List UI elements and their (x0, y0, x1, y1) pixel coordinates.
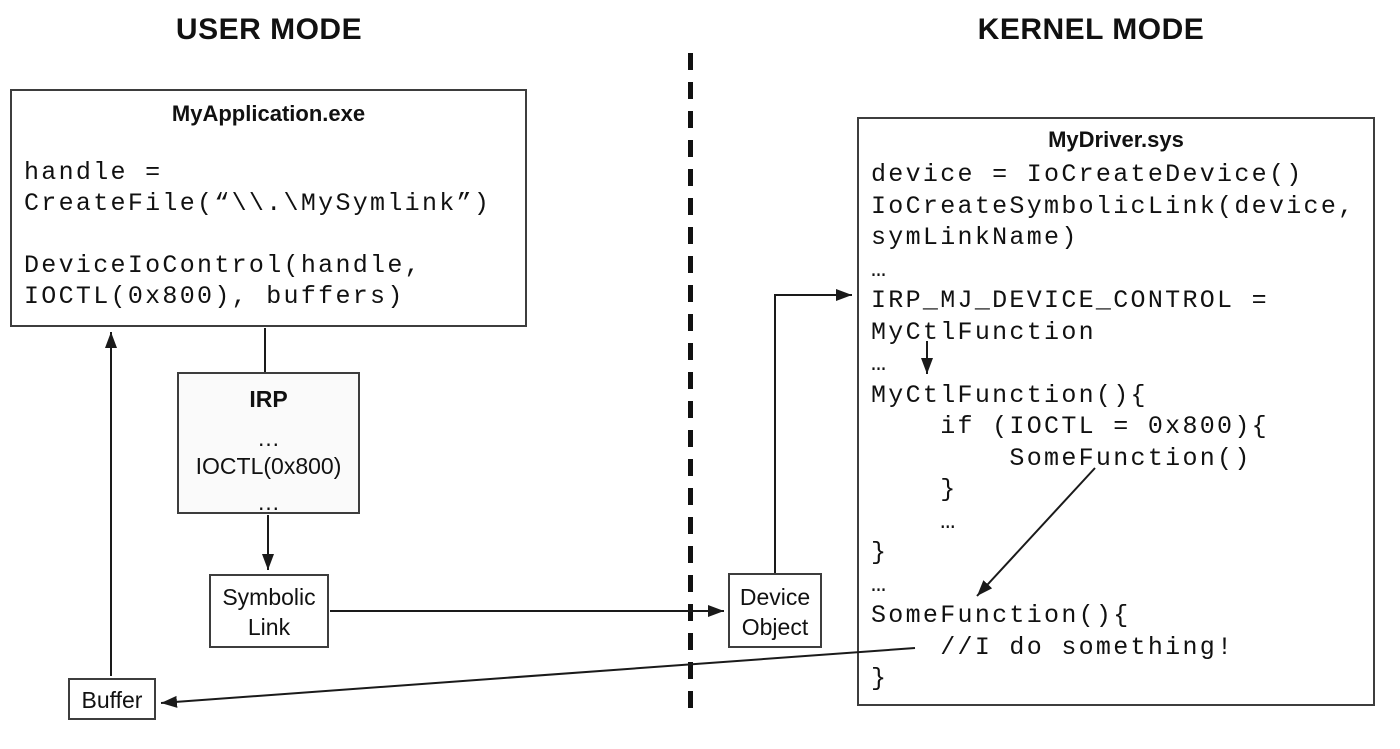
irp-title: IRP (249, 386, 288, 412)
buffer-label: Buffer (81, 687, 143, 713)
kernel-mode-heading: KERNEL MODE (977, 13, 1205, 46)
symbolic-link-label-line2: Link (247, 614, 291, 640)
application-code: handle =CreateFile(“\\.\MySymlink”)Devic… (24, 158, 492, 311)
device-object-label-line1: Device (739, 584, 811, 610)
application-box: MyApplication.exe handle =CreateFile(“\\… (10, 89, 527, 327)
device-object-box: Device Object (728, 573, 822, 648)
user-kernel-divider (688, 53, 693, 708)
symbolic-link-box: Symbolic Link (209, 574, 329, 648)
application-title: MyApplication.exe (171, 101, 366, 126)
driver-code: device = IoCreateDevice()IoCreateSymboli… (871, 160, 1356, 693)
irp-ioctl-label: IOCTL(0x800) (195, 453, 342, 479)
driver-title: MyDriver.sys (1048, 127, 1184, 152)
arrow-driver-to-buffer (160, 647, 916, 708)
driver-box: MyDriver.sys device = IoCreateDevice()Io… (857, 117, 1375, 706)
device-object-label-line2: Object (741, 614, 809, 640)
irp-ellipsis-bottom: … (257, 489, 280, 515)
symbolic-link-label-line1: Symbolic (222, 584, 316, 610)
irp-ellipsis-top: … (257, 425, 280, 451)
buffer-box: Buffer (68, 678, 156, 720)
irp-box: IRP … IOCTL(0x800) … (177, 372, 360, 515)
user-mode-heading: USER MODE (175, 13, 363, 46)
arrow-device-object-to-driver (774, 289, 852, 573)
